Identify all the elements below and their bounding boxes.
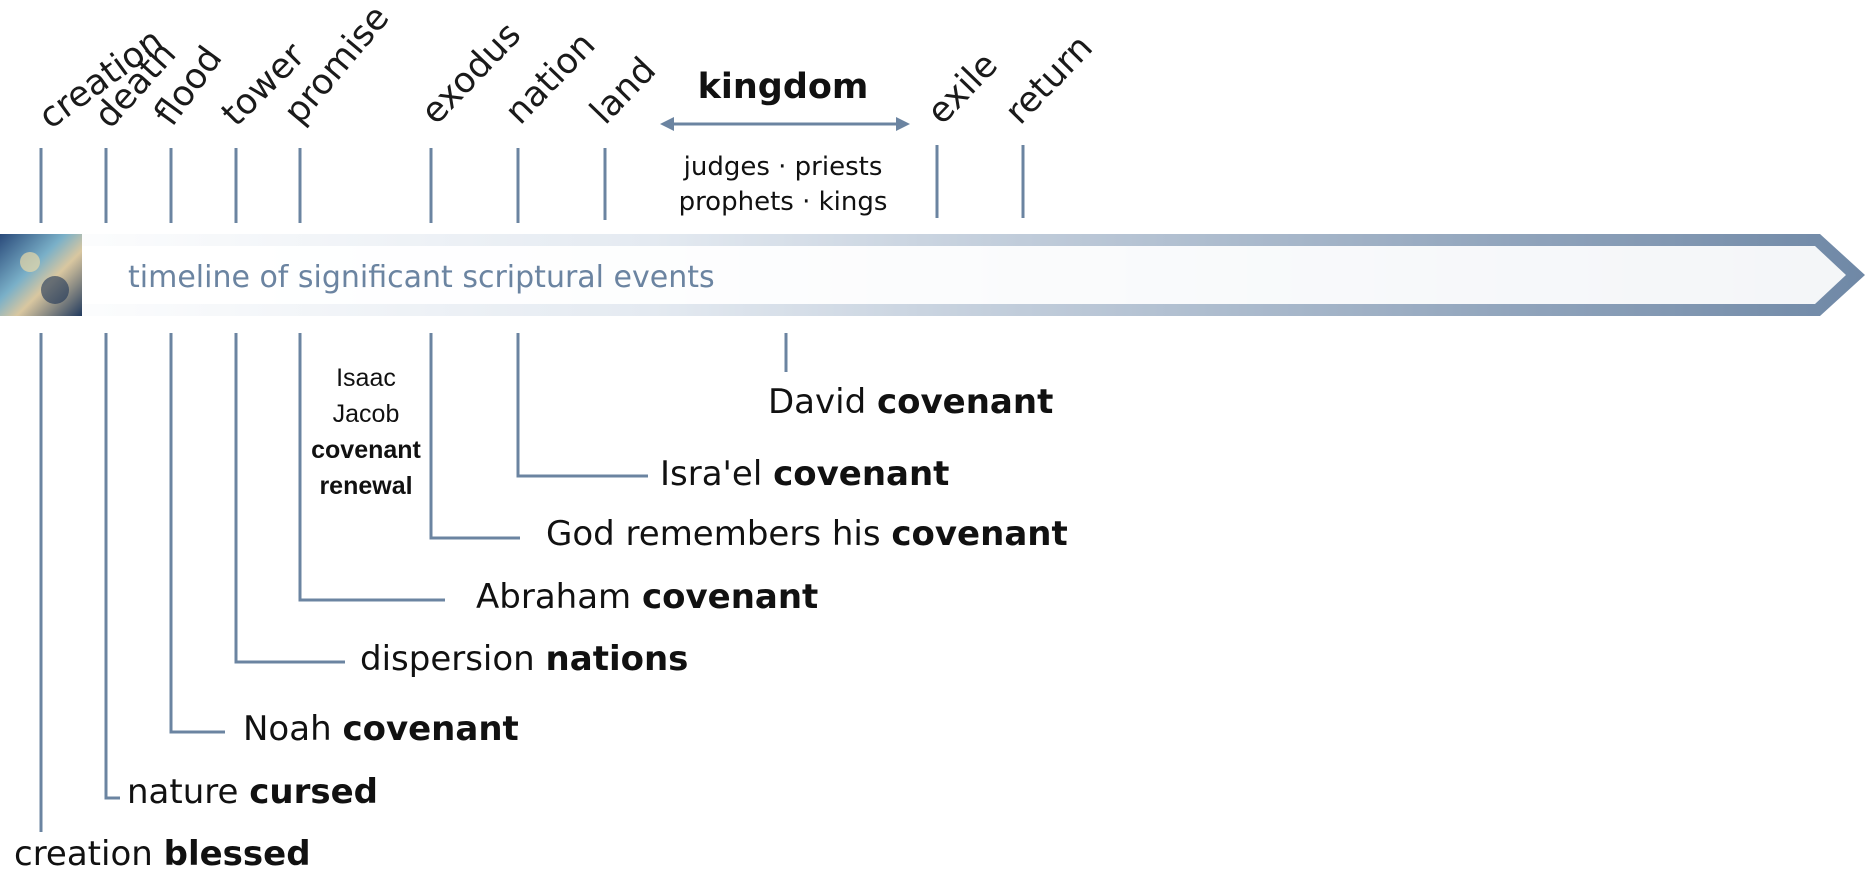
annotation-tower-plain: dispersion <box>360 639 546 679</box>
annotation-flood-bold: covenant <box>342 709 518 749</box>
annotation-death-plain: nature <box>127 772 249 812</box>
connector-exodus <box>429 333 520 540</box>
renewal-note: Isaac Jacob covenant renewal <box>311 364 421 500</box>
annotation-creation-bold: blessed <box>164 834 311 874</box>
event-label-exile: exile <box>920 45 1006 132</box>
annotation-creation: creation blessed <box>14 834 311 874</box>
annotation-tower-bold: nations <box>546 639 689 679</box>
annotation-promise-plain: Abraham <box>476 577 642 617</box>
timeline-banner: timeline of significant scriptural event… <box>0 234 1865 316</box>
kingdom-roles-line2: prophets · kings <box>679 187 888 217</box>
connector-flood <box>169 333 225 734</box>
kingdom-arrow-right-head <box>896 117 910 131</box>
connector-tower <box>234 333 345 664</box>
renewal-line2: Jacob <box>333 400 400 428</box>
banner-label: timeline of significant scriptural event… <box>128 260 715 295</box>
annotation-promise: Abraham covenant <box>476 577 818 617</box>
annotation-death: nature cursed <box>127 772 378 812</box>
annotation-creation-plain: creation <box>14 834 164 874</box>
event-ticks <box>39 145 1025 223</box>
event-label-land: land <box>583 50 664 132</box>
annotation-kingdom-bold: covenant <box>877 382 1053 422</box>
renewal-line1: Isaac <box>336 364 396 392</box>
annotation-promise-bold: covenant <box>642 577 818 617</box>
connector-death <box>104 333 120 800</box>
kingdom-title: kingdom <box>698 67 869 107</box>
annotation-exodus-plain: God remembers his <box>546 514 891 554</box>
annotation-nation-plain: Isra'el <box>660 454 773 494</box>
nebula-image <box>0 234 82 316</box>
kingdom-arrow-left-head <box>660 117 674 131</box>
banner-arrow-inner <box>0 246 1846 304</box>
annotation-exodus: God remembers his covenant <box>546 514 1068 554</box>
annotation-tower: dispersion nations <box>360 639 688 679</box>
renewal-line4: renewal <box>319 472 412 500</box>
annotation-kingdom-plain: David <box>768 382 877 422</box>
annotations: creation blessed nature cursed Noah cove… <box>14 382 1068 874</box>
annotation-death-bold: cursed <box>249 772 378 812</box>
event-label-return: return <box>998 27 1101 132</box>
annotation-flood: Noah covenant <box>243 709 519 749</box>
annotation-nation: Isra'el covenant <box>660 454 949 494</box>
event-labels: creation death flood tower promise exodu… <box>32 0 1101 137</box>
bottom-connectors <box>39 333 788 832</box>
kingdom-roles-line1: judges · priests <box>683 152 883 182</box>
connector-nation <box>516 333 648 478</box>
kingdom-span: kingdom judges · priests prophets · king… <box>660 67 910 217</box>
annotation-flood-plain: Noah <box>243 709 342 749</box>
renewal-line3: covenant <box>311 436 421 464</box>
annotation-nation-bold: covenant <box>773 454 949 494</box>
connector-promise <box>298 333 445 602</box>
annotation-kingdom: David covenant <box>768 382 1053 422</box>
annotation-exodus-bold: covenant <box>891 514 1067 554</box>
